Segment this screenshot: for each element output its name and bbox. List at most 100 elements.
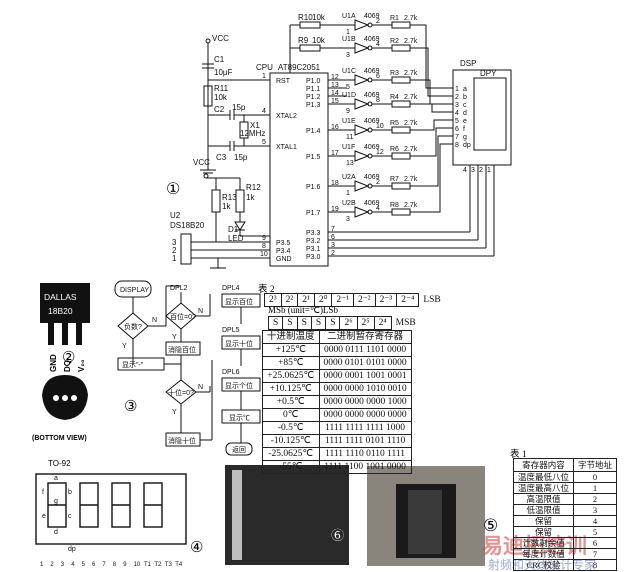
fc-n-2: N (198, 308, 203, 315)
msb-bit-3: S (310, 316, 327, 330)
lsb-bit-4: 2⁻¹ (331, 293, 355, 307)
inverter-part-0: 4069 (364, 13, 380, 20)
inverter-name-4: U1E (342, 118, 356, 125)
vcc-terminal (205, 38, 211, 44)
table1-cell-content: 高温限值 (512, 493, 575, 505)
inverter-in-2: 5 (346, 84, 350, 91)
table2-cell-decimal: +25.0625℃ (262, 369, 320, 383)
bottom-view-label: (BOTTOM VIEW) (32, 435, 87, 442)
seg-resistor-name-0: R1 (390, 15, 399, 22)
table1-title: 表 1 (510, 450, 527, 460)
dpy-display-box (452, 69, 512, 166)
dpy-bottom-pin-1: 3 (471, 167, 475, 174)
display-bottom-pin-10: T1 (144, 562, 152, 568)
dpy-bottom-pin-3: 1 (487, 167, 491, 174)
inverter-part-2: 4069 (364, 68, 380, 75)
fc-n-3: N (198, 384, 203, 391)
d1-label: D1 (228, 225, 239, 234)
fc-y-1: Y (122, 343, 127, 350)
u2-pin-1: 2 (172, 246, 177, 255)
display-bottom-pin-7: 8 (113, 562, 117, 568)
seg-letter-f: f (42, 489, 44, 496)
r10-value: 10k (312, 13, 326, 22)
inverter-part-1: 4069 (364, 36, 380, 43)
ds18b20-chip-body (40, 283, 90, 323)
cpu-pin-right-1: P1.1 (306, 86, 321, 93)
chip-pin-vdd: V₀₀ (77, 359, 86, 372)
cpu-pinnum-right-3: 15 (331, 98, 339, 105)
inverter-part-6: 4069 (364, 174, 380, 181)
circled-4: ④ (190, 540, 203, 556)
lsb-bit-5: 2⁻² (353, 293, 376, 307)
table2-title: 表 2 (258, 285, 275, 295)
table2-cell-binary: 0000 0111 1101 0000 (318, 343, 412, 357)
table1-cell-content: 温度最高八位 (512, 482, 575, 494)
ds18b20-box (180, 233, 192, 265)
flowchart-lines (114, 280, 261, 456)
fc-display: DISPLAY (120, 287, 149, 294)
cpu-pinnum-right-2: 14 (331, 90, 339, 97)
cpu-pinnum-right-4: 16 (331, 124, 339, 131)
inverter-in-5: 13 (346, 160, 354, 167)
fc-show-deg: 显示℃ (229, 414, 250, 422)
seg-pin-1: 2 (455, 94, 459, 101)
cpu-pinnum-right-10: 3 (331, 242, 335, 249)
seg-letter-d: d (54, 529, 58, 536)
dpy-bottom-pin-0: 4 (463, 167, 467, 174)
seg-pin-4: 5 (455, 118, 459, 125)
inverter-out-3: 8 (376, 97, 380, 104)
display-bottom-pin-11: T2 (154, 562, 162, 568)
table1-cell-address: 5 (573, 526, 618, 538)
cpu-ref: CPU (256, 63, 273, 72)
msb-bit-1: S (282, 316, 298, 330)
inverter-in-3: 9 (346, 108, 350, 115)
cpu-pin-right-0: P1.0 (306, 78, 321, 85)
c1-label: C1 (214, 55, 225, 64)
u2-pin-2: 1 (172, 254, 177, 263)
seven-seg-display (35, 473, 187, 545)
seg-letter-0: a (463, 86, 467, 93)
display-bottom-pin-6: 7 (102, 562, 106, 568)
chip-pin-dq: DQ (63, 360, 72, 372)
inverter-out-1: 4 (376, 41, 380, 48)
table2-cell-binary: 1111 1100 1001 0000 (318, 460, 412, 474)
cpu-chip-box (269, 72, 329, 267)
photo-module-dark (225, 465, 349, 565)
fc-dpl5: DPL5 (222, 327, 240, 334)
table2-cell-binary: 0000 0000 1010 0010 (318, 382, 412, 396)
r11-value: 10k (214, 93, 228, 102)
inverter-out-6: 2 (376, 179, 380, 186)
seg-resistor-1 (391, 44, 411, 52)
seg-letter-7: dp (463, 142, 471, 149)
table1-cell-content: 低温限值 (512, 504, 575, 516)
lsb-bit-7: 2⁻⁴ (396, 293, 420, 307)
circled-3: ③ (124, 399, 137, 415)
cpu-pinnum-right-7: 19 (331, 206, 339, 213)
table2-cell-decimal: +0.5℃ (262, 395, 320, 409)
vcc2-label: VCC (193, 158, 210, 167)
display-bottom-pin-1: 2 (50, 562, 54, 568)
dpy-label: DPY (480, 69, 497, 78)
display-bottom-pin-4: 5 (82, 562, 86, 568)
seg-resistor-name-2: R3 (390, 70, 399, 77)
table1-cell-address: 6 (573, 537, 618, 549)
fc-hundred-q: 百位=0? (170, 312, 196, 321)
dsp-label: DSP (460, 59, 476, 68)
table2-cell-decimal: 0℃ (262, 408, 320, 422)
inverter-in-4: 11 (346, 134, 353, 141)
msb-bit-2: S (296, 316, 312, 330)
msb-label: MSB (395, 318, 416, 328)
circled-2: ② (62, 350, 75, 366)
inverter-name-1: U1B (342, 36, 356, 43)
lsb-bit-6: 2⁻³ (374, 293, 398, 307)
cpu-pin-p35: P3.5 (276, 240, 291, 247)
seg-pin-5: 6 (455, 126, 459, 133)
table2-cell-decimal: +10.125℃ (262, 382, 320, 396)
